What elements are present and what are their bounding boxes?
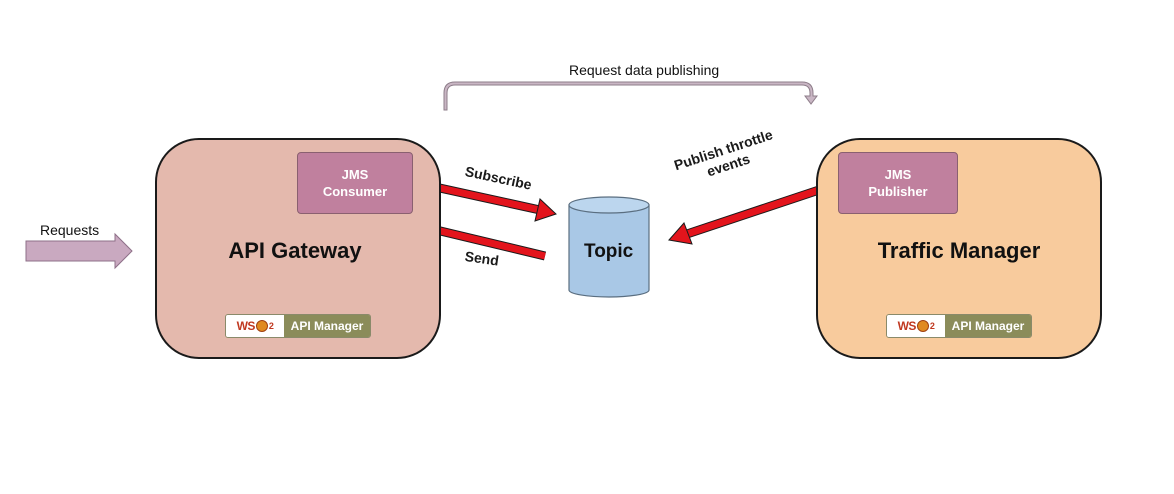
traffic-manager-title: Traffic Manager <box>877 238 1041 263</box>
jms-publisher-line2: Publisher <box>868 184 928 199</box>
publishing-arrow <box>443 81 818 111</box>
jms-consumer-box: JMS Consumer <box>297 152 413 214</box>
jms-consumer-line1: JMS <box>341 167 369 182</box>
topic-cylinder <box>568 196 650 298</box>
publish-throttle-arrow <box>668 182 830 245</box>
badge-text: API Manager <box>945 315 1031 337</box>
topic-label: Topic <box>584 241 634 262</box>
jms-publisher-line1: JMS <box>884 167 912 182</box>
requests-arrow <box>25 232 133 270</box>
publishing-label: Request data publishing <box>569 62 720 78</box>
requests-label: Requests <box>40 222 100 238</box>
jms-consumer-line2: Consumer <box>322 184 388 199</box>
jms-publisher-box: JMS Publisher <box>838 152 958 214</box>
subscribe-arrow <box>425 180 557 222</box>
badge-text: API Manager <box>284 315 370 337</box>
api-gateway-title: API Gateway <box>228 238 362 263</box>
